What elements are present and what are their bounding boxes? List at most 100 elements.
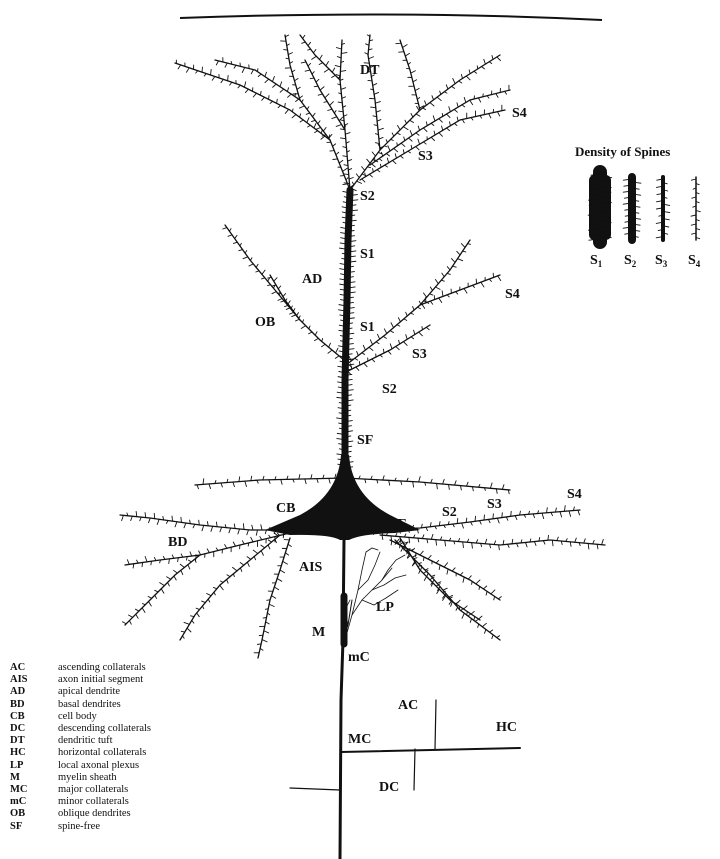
spine — [481, 282, 484, 287]
spine — [314, 86, 318, 87]
spine — [431, 534, 433, 539]
spine — [413, 80, 417, 82]
spine — [186, 68, 189, 72]
spine — [457, 103, 458, 107]
spine — [437, 97, 441, 100]
spine — [422, 327, 423, 330]
spine — [190, 552, 192, 556]
spine — [202, 525, 204, 530]
spine — [233, 567, 237, 570]
spine — [225, 63, 227, 67]
label-s3-top: S3 — [418, 149, 433, 164]
spine — [419, 570, 420, 573]
spine — [548, 535, 549, 540]
legend-row: Mmyelin sheath — [10, 772, 270, 784]
label-s1-lower: S1 — [360, 320, 375, 335]
spine — [416, 114, 420, 116]
spine — [475, 620, 478, 622]
spine — [452, 86, 455, 88]
spine — [250, 258, 252, 261]
spine — [462, 523, 464, 528]
spine — [462, 119, 464, 122]
spine — [425, 569, 428, 570]
spine — [356, 367, 359, 370]
spine — [268, 285, 271, 286]
spine — [296, 313, 298, 316]
spine — [196, 555, 197, 560]
spine — [310, 78, 314, 79]
spine — [405, 53, 409, 56]
spine — [243, 257, 248, 259]
spine — [196, 71, 198, 73]
spine — [478, 98, 480, 102]
spine — [256, 264, 258, 267]
spine — [492, 55, 493, 59]
spine — [459, 81, 462, 83]
spine — [449, 485, 450, 490]
spine — [423, 142, 426, 144]
spine — [460, 573, 463, 576]
spine — [386, 140, 387, 143]
spine — [443, 588, 447, 590]
legend-desc: descending collaterals — [58, 723, 270, 735]
spine — [497, 112, 499, 116]
spine — [400, 156, 403, 158]
spine — [258, 74, 261, 76]
spine — [262, 97, 265, 100]
spine — [302, 42, 306, 43]
spine — [384, 146, 387, 147]
label-sf-lower: SF — [390, 517, 406, 532]
spine — [242, 67, 245, 72]
spine — [404, 319, 407, 321]
spine — [341, 53, 347, 54]
spine — [288, 94, 292, 97]
spine — [339, 160, 343, 163]
spine — [187, 628, 191, 632]
spine — [403, 342, 407, 346]
spine — [352, 182, 354, 185]
legend-row: OBoblique dendrites — [10, 808, 270, 820]
major-collateral — [341, 748, 520, 752]
spine — [227, 575, 230, 577]
spine — [300, 114, 301, 117]
spine — [502, 485, 504, 490]
dendritic-spines — [372, 85, 509, 167]
spine — [382, 152, 383, 156]
spine — [447, 273, 450, 274]
spine — [406, 312, 408, 316]
spine — [340, 71, 345, 72]
spine — [157, 519, 159, 524]
pial-surface-line — [180, 14, 602, 20]
spine — [575, 538, 577, 542]
spine — [203, 479, 204, 485]
spine — [511, 511, 512, 516]
tuft-branch — [370, 90, 510, 165]
spine — [437, 582, 441, 584]
tuft-branch — [360, 110, 505, 180]
spine — [272, 292, 276, 294]
spine — [254, 556, 255, 559]
spine — [280, 570, 285, 573]
tuft-branch — [305, 60, 345, 130]
spine — [277, 293, 280, 294]
spine — [424, 577, 426, 581]
spine — [256, 530, 257, 535]
label-s1-upper: S1 — [360, 247, 375, 262]
spine — [341, 88, 346, 90]
tuft-branch — [215, 60, 350, 190]
spine — [261, 551, 263, 556]
spine — [381, 164, 382, 167]
spine — [335, 356, 339, 359]
spine — [133, 564, 134, 568]
spine — [277, 99, 278, 103]
spine — [388, 351, 391, 354]
spine — [127, 560, 129, 565]
spine — [274, 278, 277, 281]
spine — [324, 69, 329, 72]
spine — [204, 74, 206, 76]
spine — [142, 562, 143, 566]
spine — [314, 338, 318, 340]
legend-row: mCminor collaterals — [10, 796, 270, 808]
spine — [271, 596, 275, 599]
spine — [454, 123, 457, 125]
